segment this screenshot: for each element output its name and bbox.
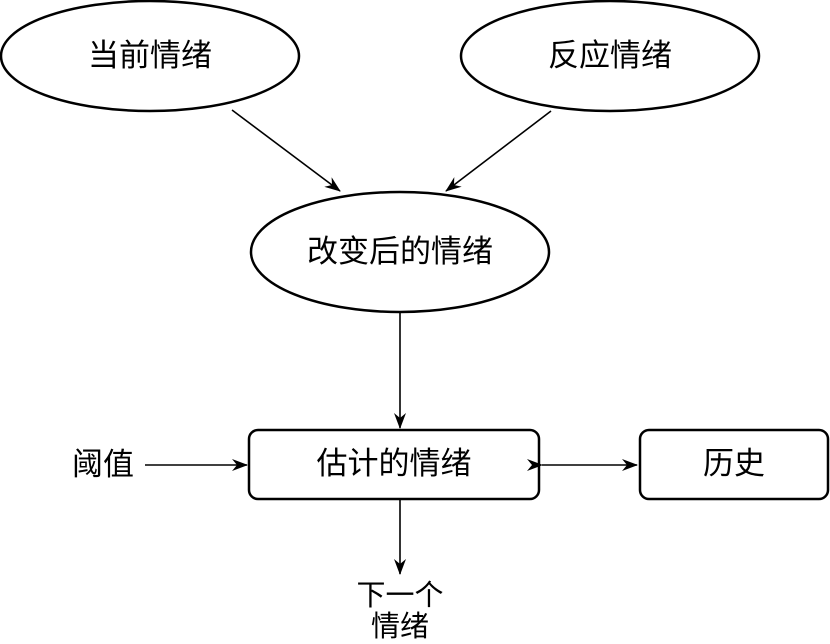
next-emotion-line-2: 情绪 [370, 609, 429, 644]
history-label: 历史 [703, 445, 765, 482]
threshold-label: 阈值 [72, 447, 134, 483]
current-emotion-ellipse [0, 0, 301, 113]
next-emotion-line-1: 下一个 [356, 578, 444, 612]
history-box [638, 428, 830, 501]
reaction-emotion-label: 反应情绪 [548, 37, 672, 74]
current-emotion-label: 当前情绪 [88, 37, 212, 74]
next-emotion-label: 下一个 情绪 [340, 578, 460, 644]
changed-emotion-label: 改变后的情绪 [307, 233, 493, 270]
reaction-emotion-ellipse [459, 0, 761, 113]
current-to-changed-arrow [231, 109, 341, 192]
reaction-to-changed-arrow [445, 110, 552, 192]
estimated-emotion-label: 估计的情绪 [316, 445, 472, 482]
